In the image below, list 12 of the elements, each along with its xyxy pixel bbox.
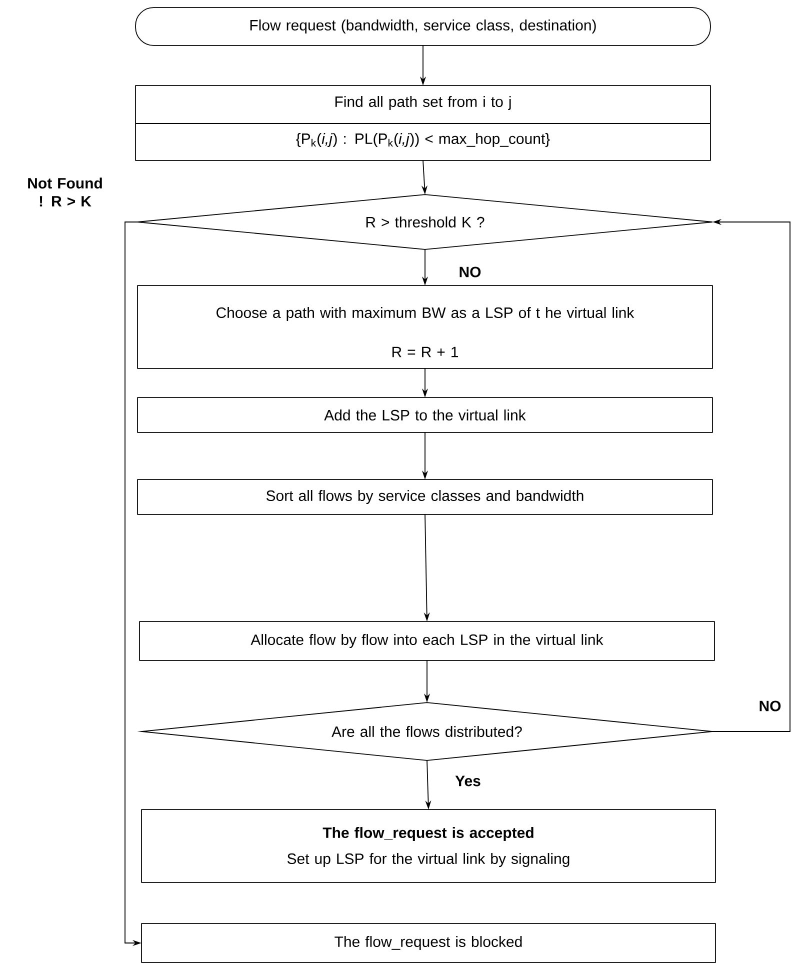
- process-box: Choose a path with maximum BW as a LSP of t he virtual link R = R + 1: [137, 285, 713, 369]
- process-box: Allocate flow by flow into each LSP in the virtual link: [139, 621, 715, 661]
- edge-label: NO: [758, 700, 782, 712]
- process-box: The flow_request is blocked: [141, 923, 716, 963]
- process-box: Add the LSP to the virtual link: [137, 397, 713, 433]
- process-box: Sort all flows by service classes and bandwidth: [137, 479, 713, 515]
- edge-label: NO: [458, 266, 482, 278]
- start-terminal: Flow request (bandwidth, service class, destination): [135, 7, 711, 46]
- edge-label: Not Found ! R > K: [18, 176, 112, 208]
- process-box: Find all path set from i to j {P$_{k}$(i,j) : PL(P$_{k}$(i,j)) < max_hop_count}: [135, 85, 711, 161]
- edge-label: Yes: [454, 774, 482, 788]
- process-box: The flow_request is accepted Set up LSP for the virtual link by signaling: [141, 809, 716, 883]
